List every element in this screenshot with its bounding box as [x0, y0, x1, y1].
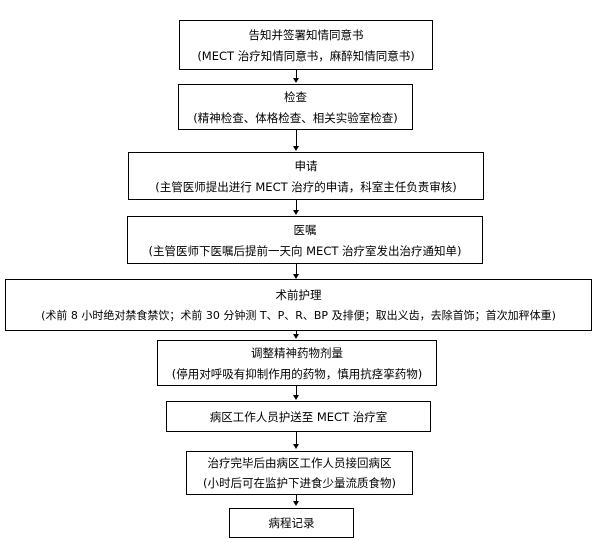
step-doctor-order: 医嘱 (主管医师下医嘱后提前一天向 MECT 治疗室发出治疗通知单) [127, 216, 483, 264]
step-title: 申请 [294, 159, 318, 173]
step-title: 病区工作人员护送至 MECT 治疗室 [209, 409, 388, 424]
step-detail: (术前 8 小时绝对禁食禁饮；术前 30 分钟测 T、P、R、BP 及排便；取出… [41, 309, 556, 322]
step-informed-consent: 告知并签署知情同意书 (MECT 治疗知情同意书，麻醉知情同意书) [179, 20, 433, 70]
step-adjust-medication: 调整精神药物剂量 (停用对呼吸有抑制作用的药物，慎用抗痉挛药物) [157, 340, 437, 386]
step-application: 申请 (主管医师提出进行 MECT 治疗的申请，科室主任负责审核) [128, 152, 484, 200]
step-title: 术前护理 [275, 288, 322, 302]
step-title: 调整精神药物剂量 [251, 346, 343, 360]
step-detail: (MECT 治疗知情同意书，麻醉知情同意书) [197, 49, 415, 63]
step-title: 病程记录 [268, 516, 315, 530]
step-detail: (精神检查、体格检查、相关实验室检查) [193, 111, 398, 125]
step-return-to-ward: 治疗完毕后由病区工作人员接回病区 (小时后可在监护下进食少量流质食物) [186, 451, 413, 495]
step-progress-record: 病程记录 [229, 508, 354, 538]
step-detail: (小时后可在监护下进食少量流质食物) [203, 476, 396, 490]
step-detail: (主管医师提出进行 MECT 治疗的申请，科室主任负责审核) [155, 180, 457, 194]
step-title: 告知并签署知情同意书 [248, 28, 364, 42]
step-title: 检查 [284, 90, 307, 104]
step-title: 治疗完毕后由病区工作人员接回病区 [207, 456, 392, 470]
step-examination: 检查 (精神检查、体格检查、相关实验室检查) [178, 84, 413, 130]
step-detail: (停用对呼吸有抑制作用的药物，慎用抗痉挛药物) [171, 367, 423, 381]
step-detail: (主管医师下医嘱后提前一天向 MECT 治疗室发出治疗通知单) [148, 244, 462, 258]
step-escort-to-mect: 病区工作人员护送至 MECT 治疗室 [166, 401, 431, 432]
step-preoperative-care: 术前护理 (术前 8 小时绝对禁食禁饮；术前 30 分钟测 T、P、R、BP 及… [5, 279, 592, 331]
step-title: 医嘱 [293, 223, 317, 237]
